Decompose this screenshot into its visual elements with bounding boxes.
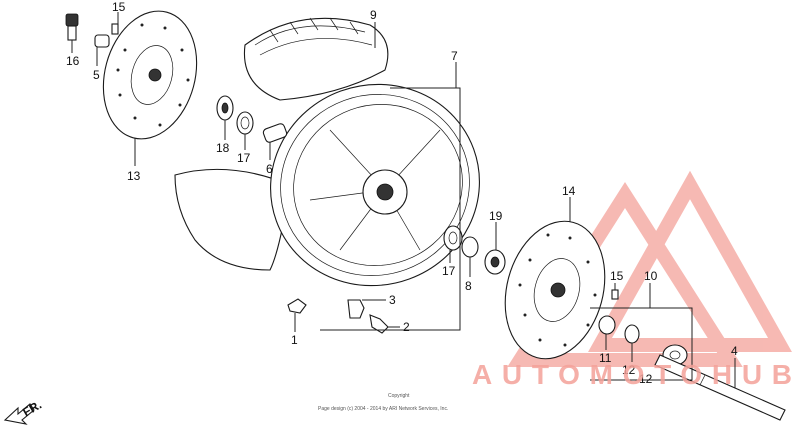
callout-17: 17	[237, 151, 251, 165]
watermark-text: AUTOMOTOHUB	[472, 359, 792, 390]
callout-13: 13	[127, 169, 141, 183]
copyright-line2: Page design (c) 2004 - 2014 by ARI Netwo…	[318, 406, 448, 412]
callout-15: 15	[112, 0, 126, 14]
callout-17-lower: 17	[442, 264, 456, 278]
copyright-line1: Copyright	[388, 393, 410, 399]
callout-5: 5	[93, 68, 100, 82]
callout-6: 6	[266, 162, 273, 176]
callout-9: 9	[370, 8, 377, 22]
callout-19: 19	[489, 209, 503, 223]
leader-lines	[71, 12, 736, 388]
callout-8: 8	[465, 279, 472, 293]
brake-disc-right	[504, 220, 606, 360]
callout-10: 10	[644, 269, 658, 283]
callout-labels: 15 16 5 9 7 18 17 6 13 14 19 17 8 3 2 1 …	[66, 0, 738, 386]
callout-15-lower: 15	[610, 269, 624, 283]
callout-18: 18	[216, 141, 230, 155]
callout-16: 16	[66, 54, 80, 68]
callout-3: 3	[389, 293, 396, 307]
callout-4: 4	[731, 344, 738, 358]
callout-11: 11	[599, 351, 612, 365]
callout-7: 7	[451, 49, 458, 63]
tire	[174, 17, 389, 271]
small-parts	[65, 13, 786, 421]
callout-14: 14	[562, 184, 576, 198]
front-direction-arrow: FR.	[3, 398, 44, 425]
wheel-rim	[270, 83, 480, 287]
callout-1: 1	[291, 333, 298, 347]
brake-disc-left	[102, 10, 198, 140]
callout-12-second: 12	[639, 372, 653, 386]
group-brackets	[320, 87, 693, 381]
callout-12: 12	[622, 363, 636, 377]
callout-2: 2	[403, 320, 410, 334]
